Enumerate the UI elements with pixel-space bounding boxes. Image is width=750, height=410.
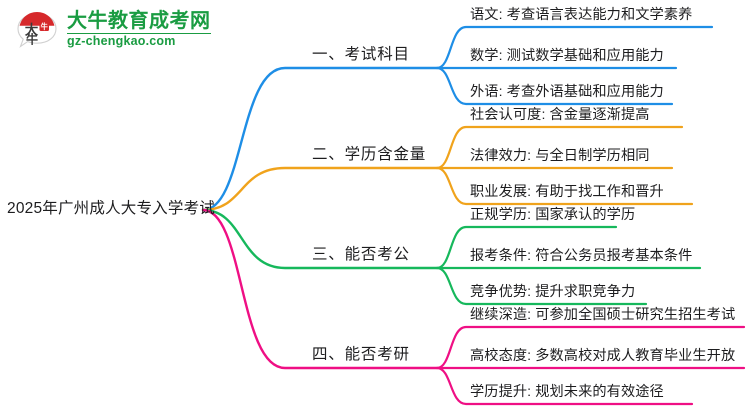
mindmap-leaf-label[interactable]: 正规学历: 国家承认的学历 xyxy=(470,207,636,223)
mindmap-branch-label-1[interactable]: 一、考试科目 xyxy=(312,46,410,63)
mindmap-leaf-label[interactable]: 竞争优势: 提升求职竞争力 xyxy=(470,284,636,300)
svg-text:大: 大 xyxy=(25,22,39,38)
mindmap-leaf-label[interactable]: 数学: 测试数学基础和应用能力 xyxy=(470,48,664,64)
mindmap-leaf-label[interactable]: 高校态度: 多数高校对成人教育毕业生开放 xyxy=(470,348,736,364)
mindmap-leaf-label[interactable]: 报考条件: 符合公务员报考基本条件 xyxy=(470,248,693,264)
mindmap-leaf-label[interactable]: 法律效力: 与全日制学历相同 xyxy=(470,148,650,164)
mindmap-branch-label-4[interactable]: 四、能否考研 xyxy=(312,346,410,363)
mindmap-leaf-label[interactable]: 外语: 考查外语基础和应用能力 xyxy=(470,84,664,100)
site-logo: 牛 大 牛 大牛教育成考网 gz-chengkao.com xyxy=(14,8,211,52)
svg-text:牛: 牛 xyxy=(41,22,48,31)
mindmap-branch-label-3[interactable]: 三、能否考公 xyxy=(312,246,410,263)
logo-domain: gz-chengkao.com xyxy=(67,33,211,48)
mindmap-leaf-label[interactable]: 职业发展: 有助于找工作和晋升 xyxy=(470,184,664,200)
mindmap-leaf-label[interactable]: 继续深造: 可参加全国硕士研究生招生考试 xyxy=(470,307,736,323)
logo-mark-icon: 牛 大 牛 xyxy=(14,8,60,52)
logo-brand-name: 大牛教育成考网 xyxy=(67,10,211,33)
svg-text:牛: 牛 xyxy=(26,32,38,47)
mindmap-leaf-label[interactable]: 语文: 考查语言表达能力和文学素养 xyxy=(470,7,693,23)
mindmap-leaf-label[interactable]: 社会认可度: 含金量逐渐提高 xyxy=(470,107,650,123)
mindmap-leaf-label[interactable]: 学历提升: 规划未来的有效途径 xyxy=(470,384,664,400)
mindmap-root-label[interactable]: 2025年广州成人大专入学考试 xyxy=(7,200,215,217)
mindmap-branch-label-2[interactable]: 二、学历含金量 xyxy=(312,146,427,163)
